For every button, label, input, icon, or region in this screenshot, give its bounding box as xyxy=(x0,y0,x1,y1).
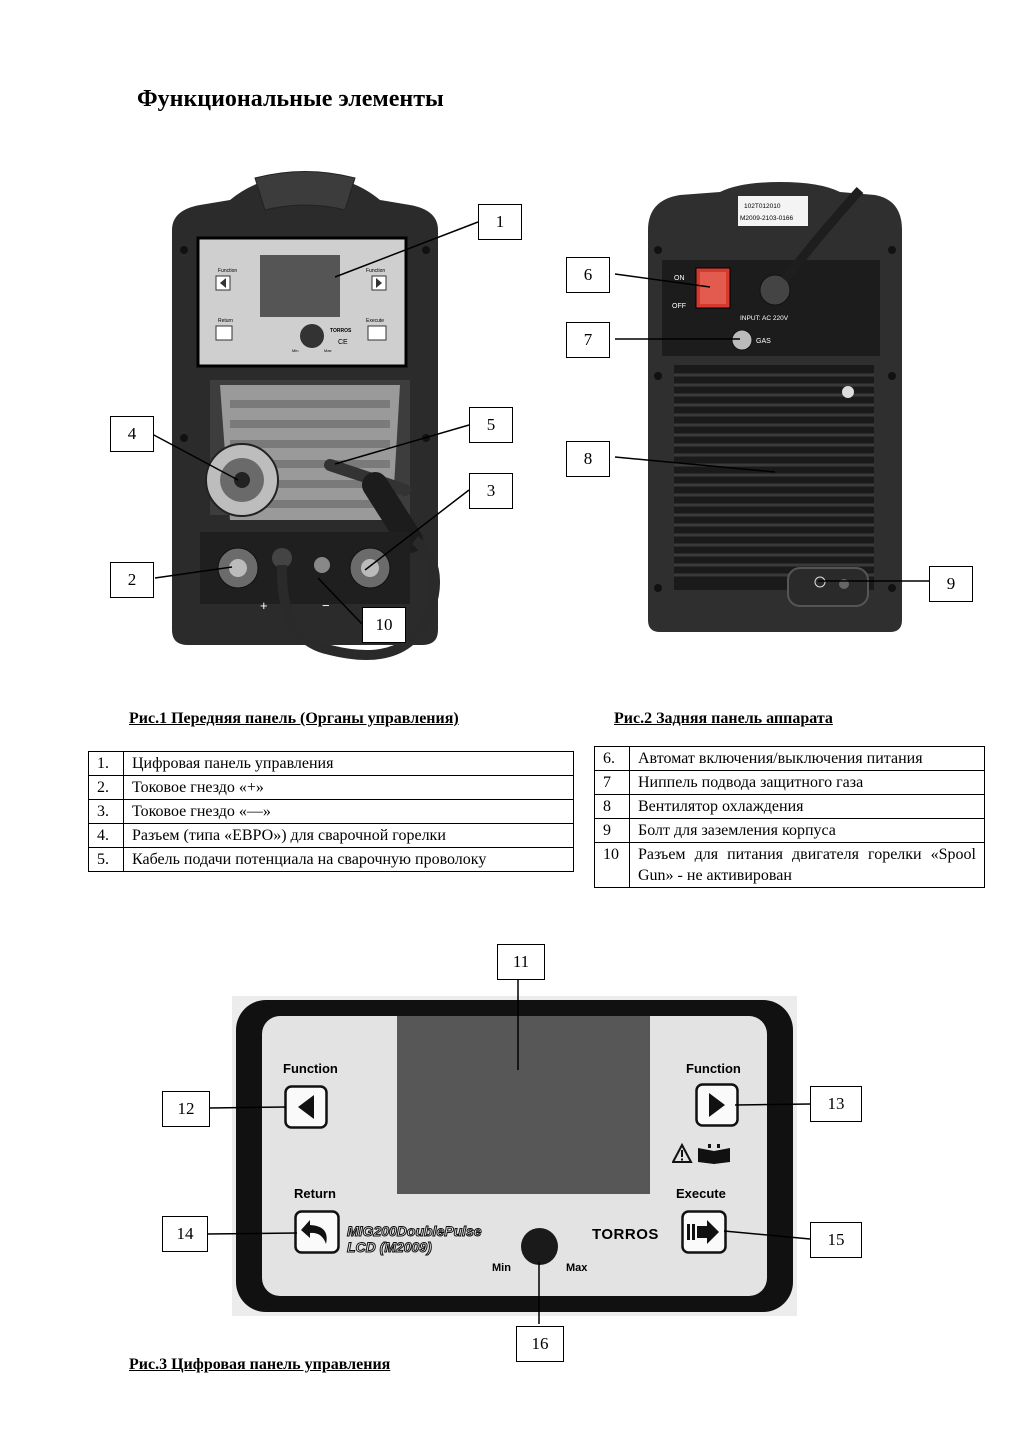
table-row: 3.Токовое гнездо «—» xyxy=(88,799,574,824)
gas-label: GAS xyxy=(756,338,771,345)
table-row: 1.Цифровая панель управления xyxy=(88,751,574,776)
row-description: Автомат включения/выключения питания xyxy=(629,746,985,771)
callout-10: 10 xyxy=(362,607,406,643)
manual-book-icon xyxy=(698,1148,730,1164)
table-row: 4.Разъем (типа «ЕВРО») для сварочной гор… xyxy=(88,823,574,848)
callout-4: 4 xyxy=(110,416,154,452)
row-description: Кабель подачи потенциала на сварочную пр… xyxy=(123,847,574,872)
adjust-knob[interactable] xyxy=(521,1228,558,1265)
function-right-button[interactable] xyxy=(695,1083,739,1127)
callout-12: 12 xyxy=(162,1091,210,1127)
minus-sign: − xyxy=(322,598,330,613)
callout-11: 11 xyxy=(497,944,545,980)
callout-3: 3 xyxy=(469,473,513,509)
row-number: 9 xyxy=(594,818,630,843)
model-line2: LCD (M2009) xyxy=(347,1239,433,1255)
table-row: 6.Автомат включения/выключения питания xyxy=(594,746,985,771)
callout-6: 6 xyxy=(566,257,610,293)
row-number: 4. xyxy=(88,823,124,848)
input-label: INPUT: AC 220V xyxy=(740,315,789,322)
fig1-caption: Рис.1 Передняя панель (Органы управления… xyxy=(129,710,459,727)
serial-line2: M2009-2103-0166 xyxy=(740,215,794,222)
fig3-caption: Рис.3 Цифровая панель управления xyxy=(129,1356,391,1373)
front-device-image: Function Function Return Execute TORROS … xyxy=(172,171,440,660)
callout-16: 16 xyxy=(516,1326,564,1362)
row-number: 5. xyxy=(88,847,124,872)
row-number: 6. xyxy=(594,746,630,771)
return-arrow-icon xyxy=(301,1220,327,1244)
table-row: 2.Токовое гнездо «+» xyxy=(88,775,574,800)
callout-13: 13 xyxy=(810,1086,862,1122)
row-description: Болт для заземления корпуса xyxy=(629,818,985,843)
warning-manual-icons xyxy=(672,1143,730,1164)
callout-2: 2 xyxy=(110,562,154,598)
max-label: Max xyxy=(566,1262,588,1274)
row-description: Разъем (типа «ЕВРО») для сварочной горел… xyxy=(123,823,574,848)
execute-arrow-icon xyxy=(697,1220,719,1244)
callout-15: 15 xyxy=(810,1222,862,1258)
row-number: 1. xyxy=(88,751,124,776)
row-description: Токовое гнездо «+» xyxy=(123,775,574,800)
mini-execute-label: Execute xyxy=(366,318,384,324)
callout-7: 7 xyxy=(566,322,610,358)
row-description: Токовое гнездо «—» xyxy=(123,799,574,824)
min-label: Min xyxy=(492,1262,511,1274)
row-description: Ниппель подвода защитного газа xyxy=(629,770,985,795)
execute-label: Execute xyxy=(676,1186,726,1201)
arrow-right-icon xyxy=(709,1093,725,1117)
execute-button[interactable] xyxy=(681,1210,727,1254)
lcd-screen xyxy=(397,1016,650,1194)
page-title: Функциональные элементы xyxy=(137,86,444,112)
plus-sign: + xyxy=(260,598,268,613)
mini-function-right-label: Function xyxy=(366,268,385,274)
callout-5: 5 xyxy=(469,407,513,443)
function-right-label: Function xyxy=(686,1061,741,1076)
warning-icon xyxy=(672,1143,693,1163)
mini-min: Min xyxy=(292,348,298,353)
row-description: Цифровая панель управления xyxy=(123,751,574,776)
table-row: 5.Кабель подачи потенциала на сварочную … xyxy=(88,847,574,872)
return-button[interactable] xyxy=(294,1210,340,1254)
model-line1: MIG200DoublePulse xyxy=(347,1223,483,1239)
switch-off-label: OFF xyxy=(672,303,686,310)
return-label: Return xyxy=(294,1186,336,1201)
row-description: Вентилятор охлаждения xyxy=(629,794,985,819)
mini-function-left-label: Function xyxy=(218,268,237,274)
callout-1: 1 xyxy=(478,204,522,240)
row-number: 8 xyxy=(594,794,630,819)
callout-14: 14 xyxy=(162,1216,208,1252)
fig2-caption: Рис.2 Задняя панель аппарата xyxy=(614,710,833,727)
mini-ce: CE xyxy=(338,339,348,346)
function-left-label: Function xyxy=(283,1061,338,1076)
callout-9: 9 xyxy=(929,566,973,602)
row-description: Разъем для питания двигателя горелки «Sp… xyxy=(629,842,985,888)
row-number: 10 xyxy=(594,842,630,888)
torros-logo: TORROS xyxy=(592,1226,659,1243)
row-number: 7 xyxy=(594,770,630,795)
row-number: 2. xyxy=(88,775,124,800)
mini-brand: TORROS xyxy=(330,328,352,334)
switch-on-label: ON xyxy=(674,275,685,282)
row-number: 3. xyxy=(88,799,124,824)
callout-8: 8 xyxy=(566,441,610,477)
serial-line1: 102T012010 xyxy=(744,203,781,210)
mini-max: Max xyxy=(324,348,332,353)
function-left-button[interactable] xyxy=(284,1085,328,1129)
arrow-left-icon xyxy=(298,1095,314,1119)
mini-return-label: Return xyxy=(218,318,233,324)
rear-device-image: 102T012010 M2009-2103-0166 ON OFF INPUT:… xyxy=(648,182,902,632)
